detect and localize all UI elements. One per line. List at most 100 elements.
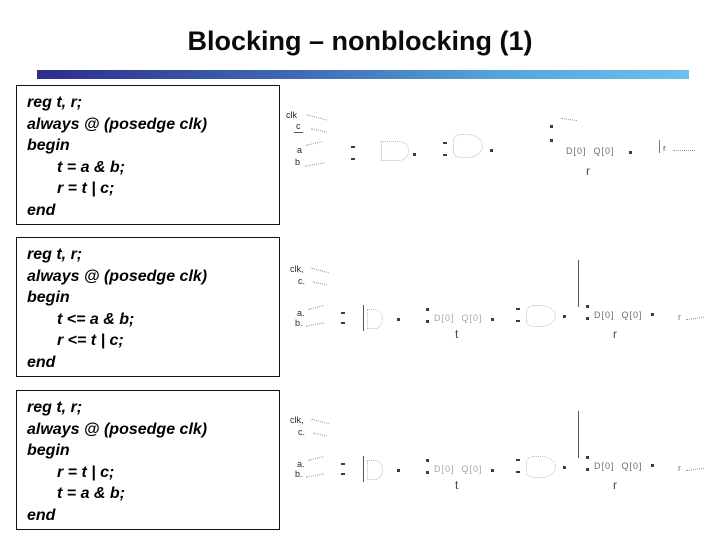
wire-dotted	[306, 473, 324, 478]
gate-pin	[516, 459, 520, 461]
schematic-blocking: clk c a b D[0] Q[0] r r	[283, 108, 713, 200]
gate-pin	[351, 146, 355, 148]
code-line: t = a & b;	[57, 485, 126, 502]
dff-pins-label: D[0] Q[0]	[434, 464, 483, 474]
wire-dotted	[686, 467, 704, 472]
input-label-clk: clk,	[290, 264, 304, 274]
dff-pin	[426, 308, 429, 311]
gate-pin	[341, 473, 345, 475]
input-label-c: c.	[298, 427, 306, 437]
code-box-blocking-reordered: reg t, r; always @ (posedge clk) begin r…	[16, 390, 280, 530]
code-box-blocking: reg t, r; always @ (posedge clk) begin t…	[16, 85, 280, 225]
wire-dotted	[686, 316, 704, 321]
gate-pin	[341, 463, 345, 465]
input-label-c: c	[294, 121, 303, 133]
output-port	[659, 140, 660, 153]
wire-dotted	[673, 150, 695, 151]
dff-pin	[426, 459, 429, 462]
input-label-c: c.	[298, 276, 306, 286]
dff-name: t	[455, 478, 459, 492]
code-line: always @ (posedge clk)	[27, 267, 208, 285]
dff-pins-label: D[0] Q[0]	[566, 146, 615, 156]
wire-dotted	[311, 267, 329, 274]
or-gate	[526, 305, 556, 327]
wire-dotted	[311, 418, 329, 425]
input-label-a: a.	[297, 459, 305, 469]
and-gate-curve	[367, 309, 383, 329]
wire-junction	[397, 318, 400, 321]
wire-junction	[491, 469, 494, 472]
and-gate	[363, 305, 364, 331]
dff-pin	[426, 320, 429, 323]
wire-dotted	[311, 128, 327, 133]
code-line: r = t | c;	[57, 463, 115, 481]
code-line: end	[27, 506, 56, 524]
dff-pins-label: D[0] Q[0]	[594, 310, 643, 320]
code-line: t = a & b;	[57, 158, 126, 176]
wire-vertical	[578, 411, 579, 458]
and-gate-curve	[367, 460, 383, 480]
wire-junction	[651, 464, 654, 467]
gate-pin	[443, 154, 447, 156]
input-label-clk: clk,	[290, 415, 304, 425]
dff-name: t	[455, 327, 459, 341]
gate-pin	[341, 322, 345, 324]
wire-junction	[397, 469, 400, 472]
schematic-nonblocking: clk, c. a. b. D[0] Q[0] t D[0] Q[0] r r	[283, 258, 713, 350]
wire-dotted	[561, 117, 577, 122]
code-line: reg t, r;	[27, 399, 83, 416]
input-label-b: b	[295, 157, 301, 167]
code-line: reg t, r;	[27, 94, 83, 111]
input-label-b: b.	[295, 318, 303, 328]
page-title: Blocking – nonblocking (1)	[187, 26, 533, 56]
dff-pin	[550, 139, 553, 142]
dff-name: r	[586, 164, 590, 178]
wire-dotted	[308, 456, 324, 461]
wire-junction	[563, 466, 566, 469]
dff-pin	[586, 317, 589, 320]
gate-pin	[341, 312, 345, 314]
wire-junction	[651, 313, 654, 316]
gate-pin	[516, 471, 520, 473]
code-line: t <= a & b;	[57, 310, 135, 328]
input-label-a: a	[297, 145, 303, 155]
dff-pins-label: D[0] Q[0]	[434, 313, 483, 323]
wire-junction	[490, 149, 493, 152]
code-line: begin	[27, 137, 70, 154]
gate-pin	[351, 158, 355, 160]
code-box-nonblocking: reg t, r; always @ (posedge clk) begin t…	[16, 237, 280, 377]
code-line: reg t, r;	[27, 246, 83, 263]
gate-pin	[516, 320, 520, 322]
wire-dotted	[307, 114, 327, 121]
or-gate	[453, 134, 483, 158]
code-line: always @ (posedge clk)	[27, 420, 208, 438]
dff-pin	[586, 456, 589, 459]
dff-pin	[426, 471, 429, 474]
wire-dotted	[305, 162, 325, 167]
dff-pin	[586, 305, 589, 308]
code-line: begin	[27, 442, 70, 459]
code-line: always @ (posedge clk)	[27, 115, 208, 133]
input-label-b: b.	[295, 469, 303, 479]
code-line: r <= t | c;	[57, 332, 124, 349]
input-label-a: a.	[297, 308, 305, 318]
code-line: r = t | c;	[57, 180, 115, 197]
gate-pin	[516, 308, 520, 310]
code-line: end	[27, 353, 56, 371]
wire-junction	[563, 315, 566, 318]
gate-pin	[443, 142, 447, 144]
dff-name: r	[613, 478, 617, 492]
wire-junction	[629, 151, 632, 154]
wire-dotted	[306, 322, 324, 327]
wire-dotted	[313, 281, 327, 286]
input-label-clk: clk	[286, 110, 297, 120]
code-line: end	[27, 201, 56, 219]
title-accent-bar	[37, 70, 689, 79]
wire-dotted	[308, 305, 324, 310]
output-label: r	[678, 463, 681, 473]
wire-junction	[491, 318, 494, 321]
and-gate	[381, 141, 409, 161]
dff-pins-label: D[0] Q[0]	[594, 461, 643, 471]
dff-name: r	[613, 327, 617, 341]
